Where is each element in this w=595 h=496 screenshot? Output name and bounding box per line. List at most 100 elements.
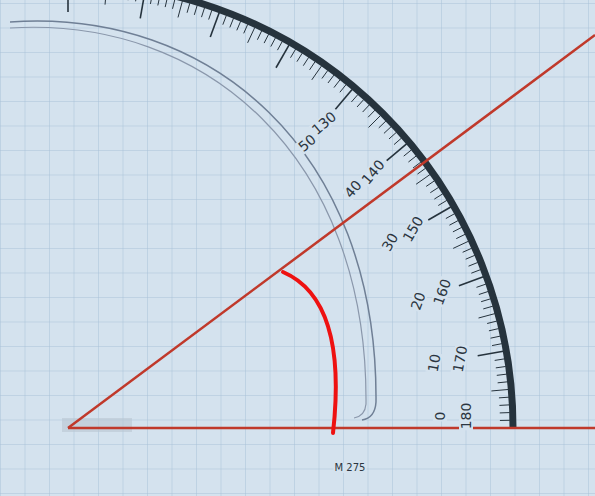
degree-tick (264, 34, 269, 43)
degree-tick (322, 70, 328, 78)
scale-number: 20 (408, 289, 428, 312)
degree-tick (496, 366, 506, 367)
degree-tick (479, 291, 489, 294)
scale-number: 160 (430, 276, 453, 308)
scale-number: 10 (426, 352, 443, 374)
degree-tick (428, 207, 451, 220)
scale-number: 0 (433, 411, 447, 422)
degree-tick (363, 105, 370, 112)
degree-tick (312, 66, 322, 80)
degree-tick (479, 314, 495, 318)
degree-tick (500, 420, 510, 421)
degree-tick (369, 115, 381, 127)
degree-tick (340, 85, 346, 93)
degree-tick (430, 187, 438, 192)
degree-tick (438, 200, 447, 205)
scale-number: 180 (459, 402, 473, 431)
degree-tick (453, 227, 462, 232)
degree-tick (469, 262, 478, 266)
degree-tick (483, 306, 493, 309)
degree-tick (500, 412, 510, 413)
degree-tick (128, 0, 129, 1)
degree-tick (368, 110, 375, 117)
degree-tick (303, 57, 308, 65)
degree-tick (187, 3, 190, 13)
degree-tick (237, 21, 241, 30)
degree-tick (105, 0, 106, 5)
degree-tick (357, 100, 364, 107)
degree-tick (408, 156, 416, 162)
degree-tick (244, 24, 248, 33)
model-number: M 275 (334, 463, 367, 473)
scale-number: 30 (379, 230, 401, 254)
degree-tick (379, 121, 386, 128)
degree-ticks (68, 0, 510, 428)
degree-tick (459, 277, 483, 286)
degree-tick (209, 10, 212, 19)
degree-tick (389, 132, 396, 139)
degree-tick (489, 329, 499, 331)
angle-ray (68, 35, 595, 428)
degree-tick (194, 5, 197, 15)
degree-tick (394, 138, 402, 145)
degree-tick (210, 13, 219, 37)
degree-tick (446, 214, 455, 219)
degree-tick (498, 382, 508, 383)
degree-tick (201, 8, 204, 18)
degree-tick (223, 15, 227, 24)
protractor-rim (68, 0, 513, 428)
degree-tick (463, 248, 472, 252)
degree-tick (67, 0, 69, 12)
degree-tick (136, 0, 138, 1)
degree-tick (466, 255, 475, 259)
degree-tick (158, 0, 160, 5)
scale-number: 170 (451, 344, 470, 375)
degree-tick (335, 89, 352, 109)
degree-tick (471, 270, 480, 274)
degree-tick (150, 0, 152, 4)
scale-number: 140 (358, 157, 387, 188)
degree-tick (173, 0, 175, 9)
degree-tick (384, 127, 391, 134)
degree-tick (456, 234, 465, 238)
inner-cutout-edge (10, 21, 376, 420)
inner-cutout-edge (10, 27, 366, 418)
degree-tick (426, 181, 434, 187)
degree-tick (248, 27, 255, 42)
degree-tick (334, 80, 340, 88)
degree-tick (230, 18, 234, 27)
degree-tick (495, 359, 505, 361)
degree-tick (481, 299, 491, 302)
degree-tick (487, 321, 497, 323)
scale-number: 130 (308, 109, 339, 138)
degree-tick (434, 194, 442, 199)
degree-tick (140, 0, 145, 18)
degree-tick (491, 336, 501, 338)
degree-tick (178, 1, 182, 17)
degree-tick (297, 53, 302, 61)
degree-tick (271, 38, 276, 47)
degree-tick (499, 397, 509, 399)
degree-tick (497, 374, 507, 375)
degree-tick (476, 284, 485, 287)
degree-tick (417, 168, 425, 174)
degree-tick (257, 31, 261, 40)
scale-number: 150 (399, 213, 425, 245)
degree-tick (290, 49, 295, 58)
degree-tick (328, 75, 334, 83)
degree-tick (351, 94, 358, 102)
degree-tick (416, 174, 430, 184)
degree-tick (310, 62, 316, 70)
degree-tick (449, 220, 458, 225)
degree-tick (499, 404, 509, 406)
degree-tick (165, 0, 167, 7)
degree-tick (478, 351, 504, 356)
angle-arc (283, 272, 336, 433)
degree-tick (404, 150, 412, 156)
degree-tick (492, 344, 502, 346)
degree-tick (277, 41, 282, 50)
degree-tick (491, 389, 508, 390)
